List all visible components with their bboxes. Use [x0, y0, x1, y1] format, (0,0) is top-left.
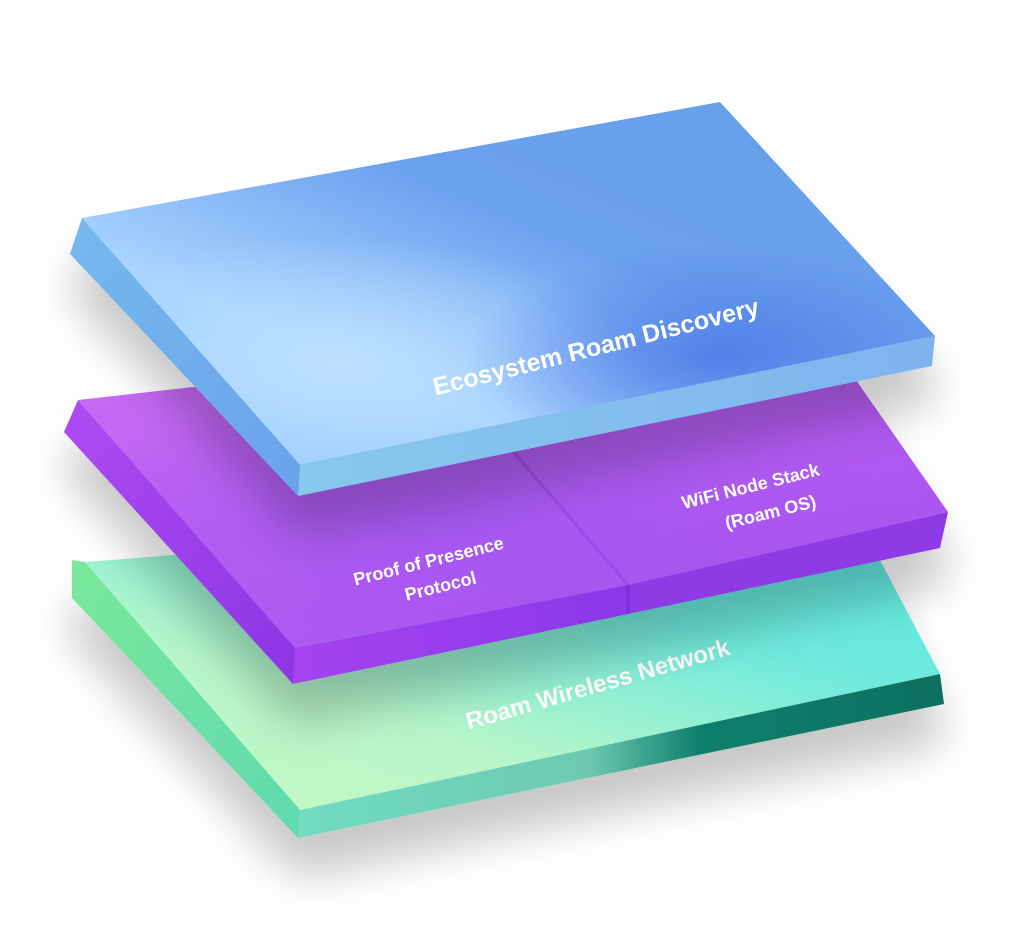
layer-top: Ecosystem Roam Discovery [70, 102, 935, 496]
layer-middle: Proof of Presence Protocol WiFi Node Sta… [64, 375, 948, 684]
layer-middle-front-face [293, 585, 628, 684]
layer-bottom-front-face [298, 674, 944, 838]
layer-bottom-left-side [72, 560, 300, 838]
layer-middle-front-face-right [628, 512, 948, 614]
layer-top-left-side [70, 218, 300, 496]
layer-top-front-face [298, 336, 935, 496]
layer-middle-left-side [64, 400, 295, 684]
layer-middle-divider [508, 447, 630, 586]
layer-top-glow-deep [82, 102, 935, 465]
